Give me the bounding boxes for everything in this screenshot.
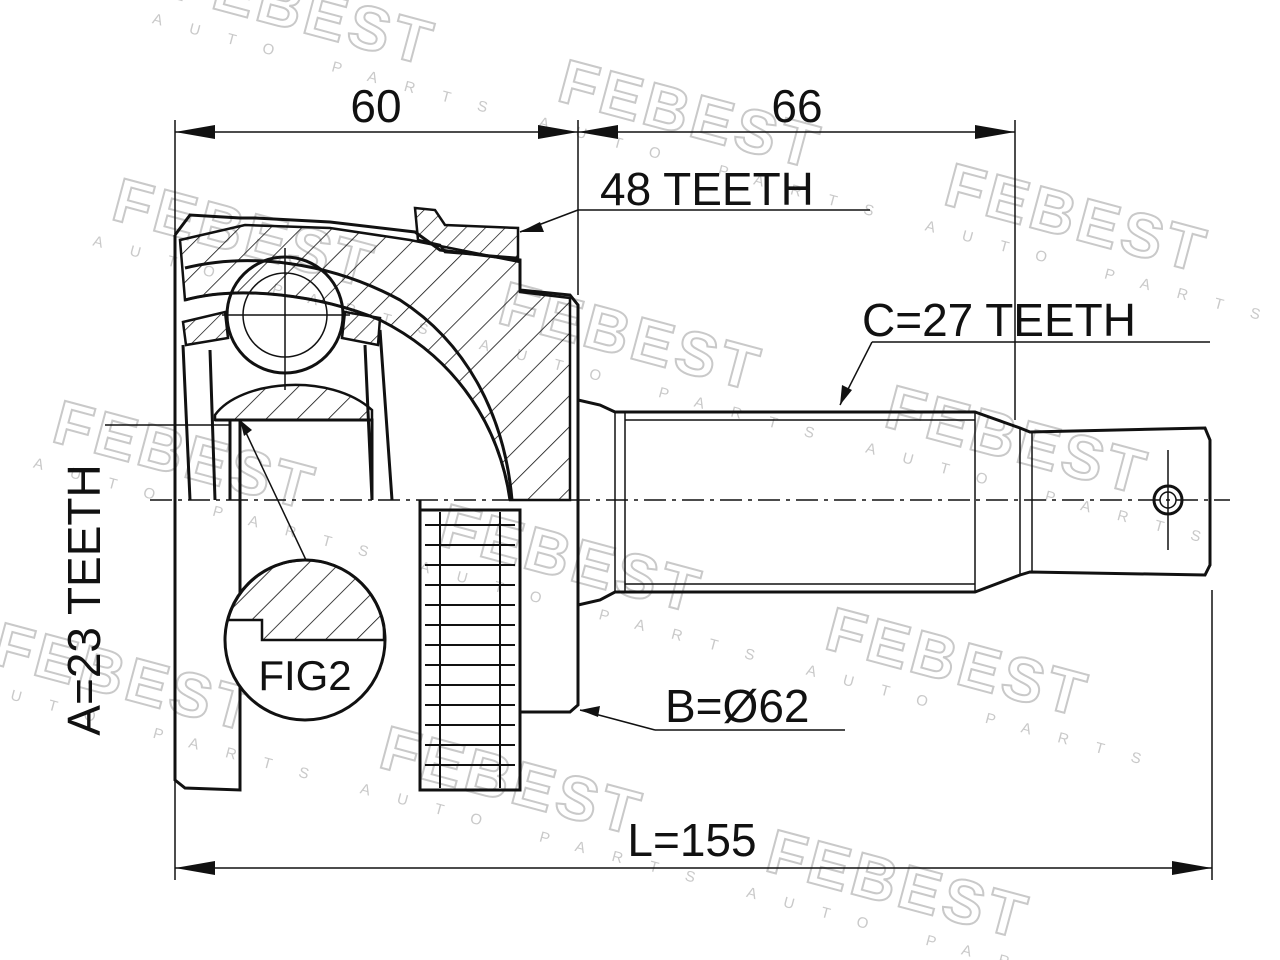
abs-teeth — [425, 512, 515, 788]
inner-race-bore — [215, 418, 374, 500]
dim-b-dia-label: B=Ø62 — [665, 680, 810, 732]
fig2-leader — [239, 419, 307, 561]
dim-c-teeth-label: C=27 TEETH — [862, 294, 1136, 346]
shaft-outline-top — [577, 398, 1212, 607]
dim-60-label: 60 — [350, 80, 401, 132]
dimension-arrows — [175, 125, 1212, 875]
cage-hatch-right — [340, 310, 382, 347]
cage-outline — [181, 329, 394, 501]
fig2-hatch — [226, 558, 386, 642]
abs-ring — [418, 508, 522, 792]
cage-hatch-left — [181, 310, 230, 347]
fig2-leader-arrow — [240, 420, 252, 436]
fig2-label: FIG2 — [258, 652, 351, 699]
inner-joint — [181, 248, 394, 501]
dim-48-teeth-label: 48 TEETH — [600, 163, 814, 215]
housing-top-flange — [413, 206, 520, 260]
inner-race-hatch — [213, 383, 374, 422]
dimension-lines — [105, 120, 1213, 880]
dim-a-teeth-label: A=23 TEETH — [58, 464, 110, 735]
abs-ring-body — [418, 508, 522, 792]
dim-66-label: 66 — [771, 80, 822, 132]
fig2-detail: FIG2 — [223, 419, 387, 722]
dim-l-total-label: L=155 — [627, 814, 756, 866]
housing-inner-bore — [184, 259, 514, 501]
shaft — [577, 398, 1212, 607]
